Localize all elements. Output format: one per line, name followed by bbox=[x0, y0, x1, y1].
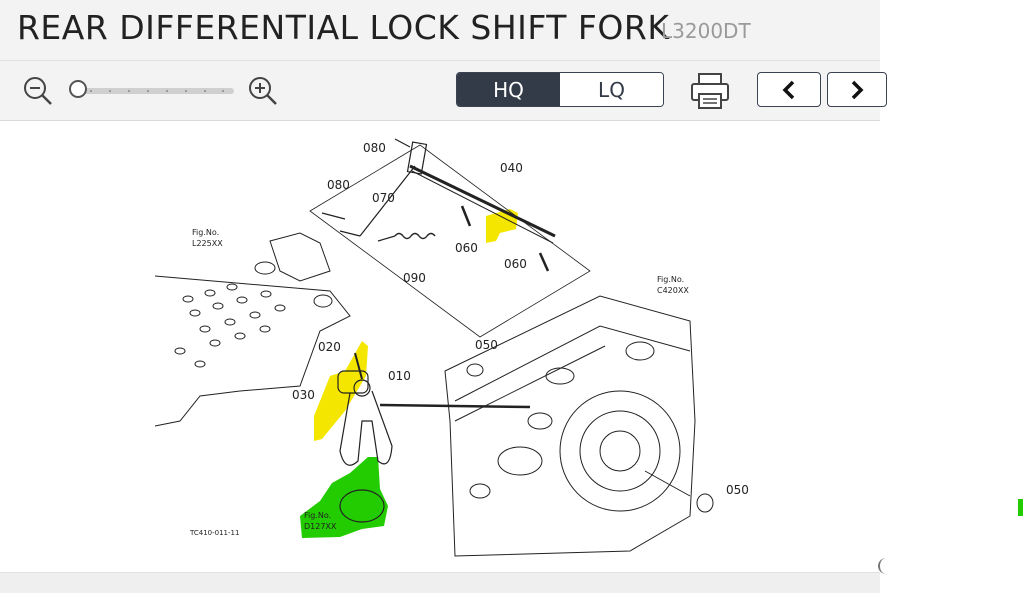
fig-ref-2: C420XX bbox=[657, 286, 689, 295]
label-050-a: 050 bbox=[475, 338, 498, 352]
quality-toggle: HQ LQ bbox=[456, 72, 664, 107]
zoom-out-button[interactable] bbox=[22, 75, 54, 107]
fig-ref-3: D127XX bbox=[304, 522, 337, 531]
quality-lq-button[interactable]: LQ bbox=[560, 73, 663, 106]
model-label: L3200DT bbox=[661, 19, 751, 43]
chevron-left-icon bbox=[782, 80, 795, 99]
scroll-handle[interactable] bbox=[878, 558, 888, 574]
label-050-b: 050 bbox=[726, 483, 749, 497]
label-060-a: 060 bbox=[455, 241, 478, 255]
header: REAR DIFFERENTIAL LOCK SHIFT FORK L3200D… bbox=[0, 0, 880, 61]
chevron-right-icon bbox=[851, 80, 864, 99]
label-080-b: 080 bbox=[327, 178, 350, 192]
next-button[interactable] bbox=[827, 72, 887, 107]
highlight-yellow-fork bbox=[314, 341, 368, 441]
print-button[interactable] bbox=[690, 72, 730, 110]
quality-hq-button[interactable]: HQ bbox=[457, 73, 560, 106]
label-030: 030 bbox=[292, 388, 315, 402]
fig-ref-prefix-3: Fig.No. bbox=[304, 511, 331, 520]
green-marker bbox=[1018, 499, 1023, 516]
label-020: 020 bbox=[318, 340, 341, 354]
label-090: 090 bbox=[403, 271, 426, 285]
fig-ref-1: L225XX bbox=[192, 239, 223, 248]
fig-ref-prefix-2: Fig.No. bbox=[657, 275, 684, 284]
zoom-out-icon bbox=[24, 77, 52, 105]
label-060-b: 060 bbox=[504, 257, 527, 271]
diagram-canvas[interactable]: 080 080 070 040 060 060 090 050 020 010 … bbox=[0, 121, 880, 571]
fig-ref-prefix-1: Fig.No. bbox=[192, 228, 219, 237]
page-title: REAR DIFFERENTIAL LOCK SHIFT FORK bbox=[17, 8, 670, 47]
prev-button[interactable] bbox=[757, 72, 821, 107]
printer-icon bbox=[691, 73, 729, 109]
highlight-yellow-040 bbox=[486, 209, 518, 243]
parts-diagram: 080 080 070 040 060 060 090 050 020 010 … bbox=[154, 138, 749, 557]
zoom-slider[interactable] bbox=[72, 88, 234, 94]
label-080-a: 080 bbox=[363, 141, 386, 155]
drawing-code: TC410-011-11 bbox=[189, 529, 239, 537]
toolbar: HQ LQ bbox=[0, 61, 887, 121]
zoom-in-icon bbox=[249, 77, 277, 105]
zoom-slider-handle[interactable] bbox=[69, 80, 87, 98]
label-040: 040 bbox=[500, 161, 523, 175]
zoom-in-button[interactable] bbox=[247, 75, 279, 107]
footer-bar bbox=[0, 572, 880, 593]
label-070: 070 bbox=[372, 191, 395, 205]
label-010: 010 bbox=[388, 369, 411, 383]
viewer-panel: REAR DIFFERENTIAL LOCK SHIFT FORK L3200D… bbox=[0, 0, 887, 593]
